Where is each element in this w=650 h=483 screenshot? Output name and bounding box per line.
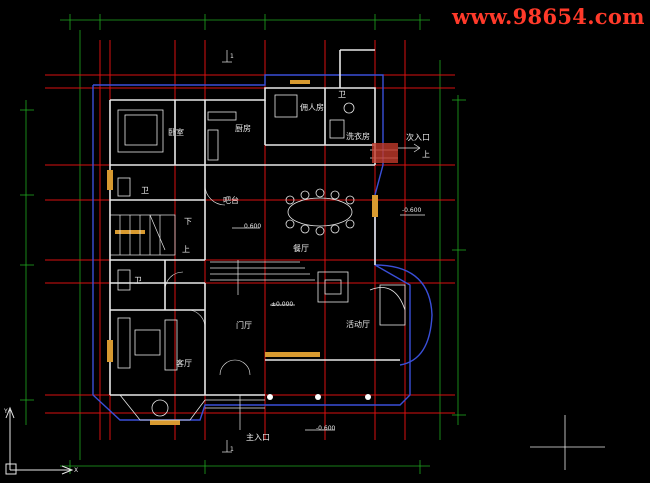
room-label-bar-counter: 吧台 <box>223 195 239 205</box>
ucs-y-label: Y <box>3 408 8 415</box>
watermark-url: www.98654.com <box>452 4 645 29</box>
furniture <box>117 94 406 421</box>
room-label-wc-mid: 卫 <box>134 276 142 285</box>
level-main-entry: -0.600 <box>316 425 336 432</box>
room-label-maid-room: 佣人房 <box>300 102 324 112</box>
brick-steps <box>372 143 398 163</box>
doors <box>164 184 251 376</box>
section-mark-bottom: 1 <box>230 446 234 453</box>
crosshair-cursor <box>530 415 605 470</box>
stair-label-down: 下 <box>184 217 192 226</box>
room-label-wc-left: 卫 <box>141 186 149 195</box>
room-label-dining: 餐厅 <box>293 244 309 253</box>
label-side-entrance: 次入口 <box>406 132 430 142</box>
label-main-entrance: 主入口 <box>246 432 270 442</box>
room-label-kitchen: 厨房 <box>235 123 251 133</box>
entrance-label-up: 上 <box>422 150 430 159</box>
ucs-icon <box>5 406 74 475</box>
room-label-leisure-hall: 活动厅 <box>346 319 370 329</box>
section-mark-top: 1 <box>230 53 234 60</box>
level-foyer: ±0.000 <box>271 301 293 308</box>
room-label-living: 客厅 <box>176 358 192 368</box>
dimension-lines <box>20 14 466 474</box>
level-side-entry: -0.600 <box>402 207 422 214</box>
stair-label-up: 上 <box>182 245 190 254</box>
level-dining: 0.600 <box>244 223 261 230</box>
ucs-x-label: X <box>74 467 78 474</box>
annotation-marks <box>149 50 425 453</box>
columns <box>267 394 371 400</box>
room-label-foyer: 门厅 <box>236 320 252 330</box>
outer-boundary <box>92 74 433 421</box>
room-label-bedroom: 卧室 <box>168 127 184 137</box>
room-label-wc-top: 卫 <box>338 90 346 99</box>
room-label-laundry: 洗衣房 <box>346 131 370 141</box>
stair-treads <box>109 149 398 409</box>
